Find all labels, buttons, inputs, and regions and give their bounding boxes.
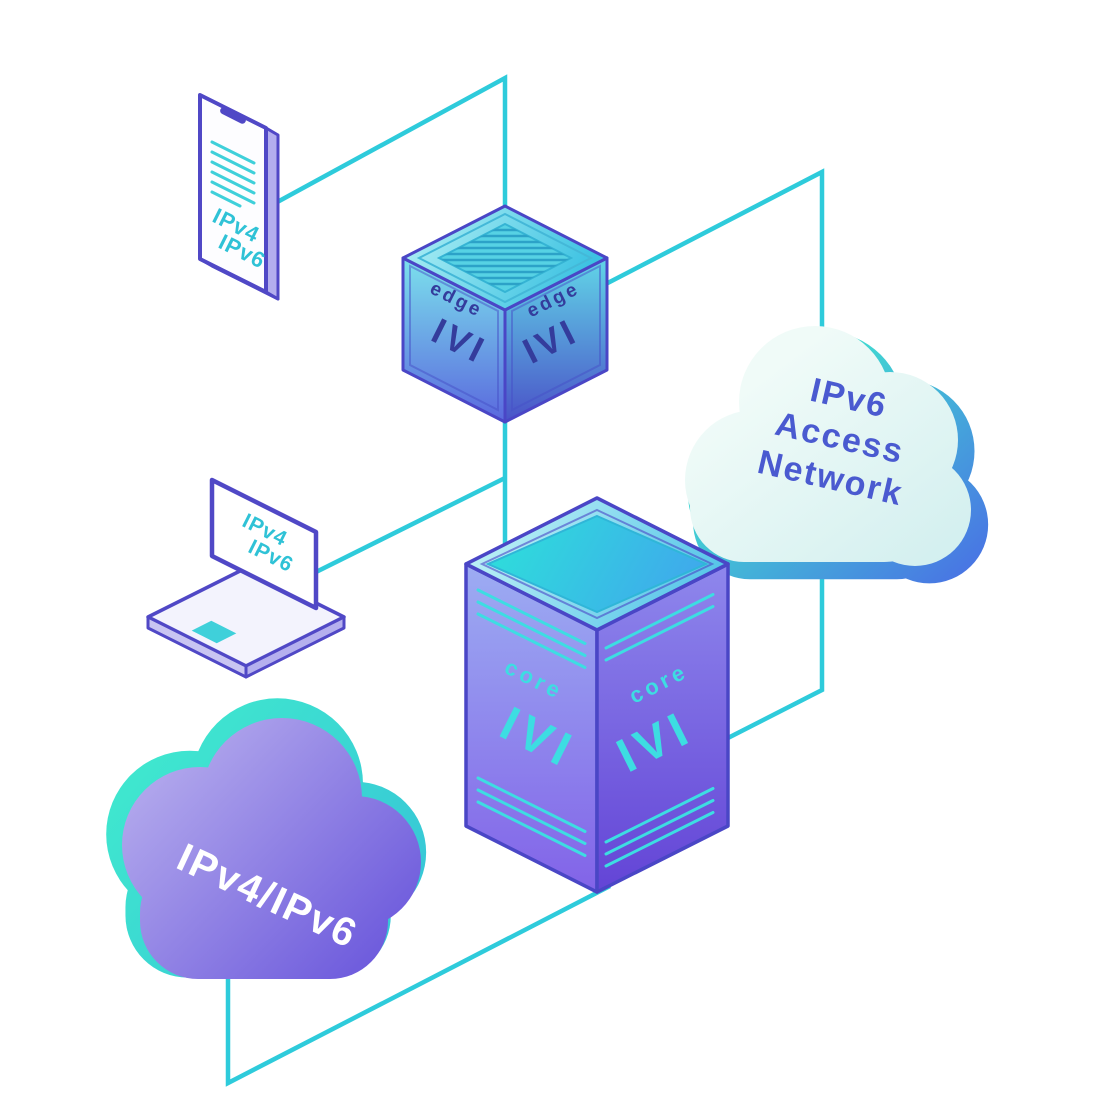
laptop: IPv4 IPv6	[146, 477, 346, 679]
dual-cloud-front-layer	[122, 718, 421, 979]
laptop-screen	[209, 477, 319, 611]
laptop-base-front-right	[244, 615, 346, 679]
core-router: core IVI core IVI	[464, 496, 730, 894]
phone-screen-lines	[210, 140, 256, 208]
edge-cube-left-inset-border	[409, 264, 499, 412]
phone-speaker-notch	[220, 107, 246, 124]
core-right-vents	[604, 593, 715, 868]
smartphone: IPv4 IPv6	[198, 93, 280, 301]
edge-cube-top-inset-border	[416, 212, 594, 304]
laptop-trackpad	[191, 620, 237, 644]
access-cloud-front-layer	[685, 326, 971, 566]
edge-router-cube: edge IVI edge IVI	[401, 204, 609, 424]
core-left-vents	[476, 588, 587, 857]
core-top-panel	[485, 514, 709, 614]
ipv4-ipv6-cloud: IPv4/IPv6	[106, 698, 427, 979]
connector-core-to-dual-cloud	[225, 884, 612, 1087]
edge-cube-right-inset-border	[511, 264, 601, 412]
core-top-inset-border	[479, 508, 715, 620]
connector-laptop-to-trunk	[308, 475, 507, 578]
ipv6-access-cloud: IPv6 Access Network	[685, 326, 989, 584]
